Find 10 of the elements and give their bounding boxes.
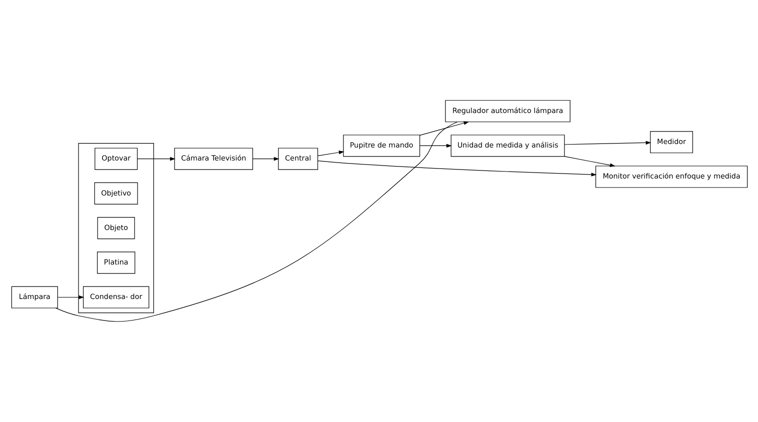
arrow <box>564 156 615 167</box>
arrow <box>136 156 175 161</box>
arrow <box>316 150 344 156</box>
arrow <box>564 140 651 145</box>
arrow <box>419 144 452 148</box>
connector <box>55 122 458 322</box>
arrow <box>57 295 84 300</box>
arrow <box>317 160 596 176</box>
arrow <box>252 156 279 161</box>
arrow <box>419 121 469 136</box>
